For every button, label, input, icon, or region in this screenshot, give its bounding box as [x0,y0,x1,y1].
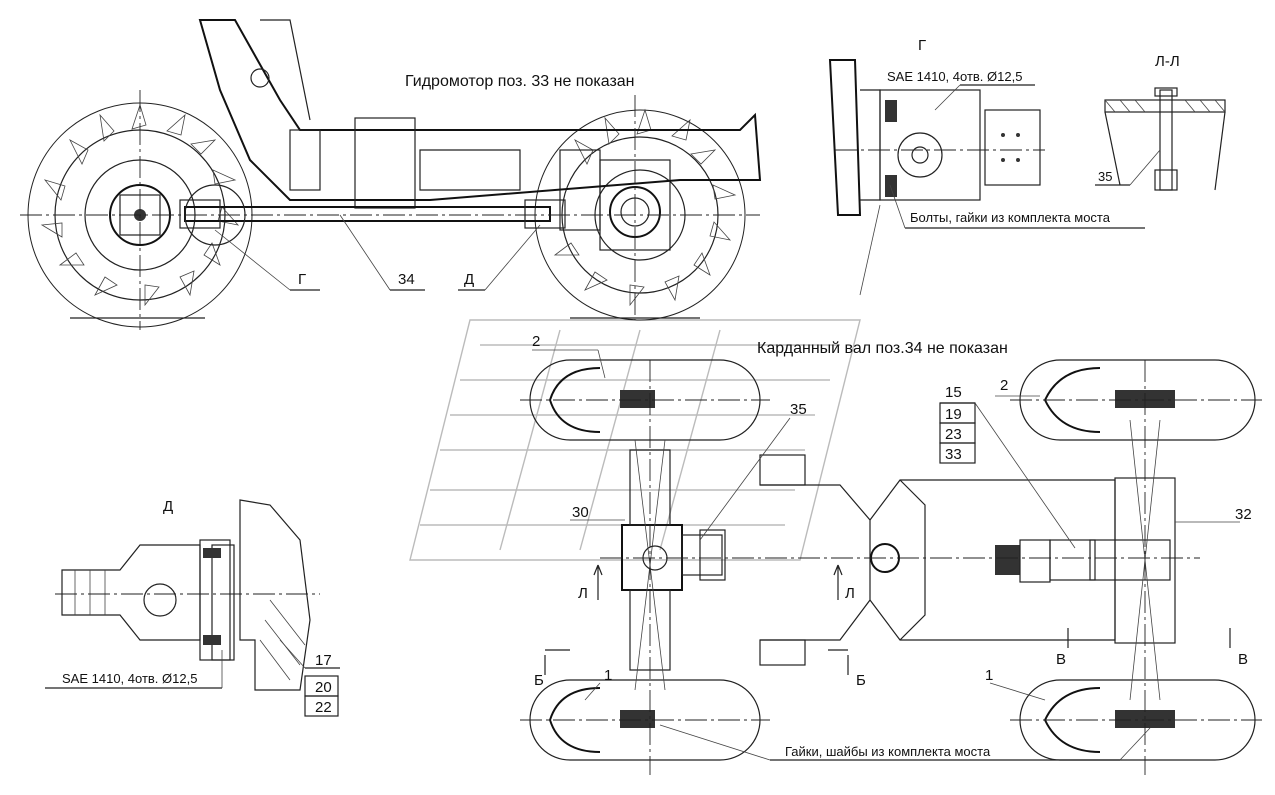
bolts-nuts-note: Болты, гайки из комплекта моста [910,210,1111,225]
callout-1-right: 1 [985,667,993,684]
section-mark-v-left: В [1056,651,1066,668]
view-g-detail [828,59,1145,296]
callout-33: 33 [945,446,962,463]
section-mark-v-right: В [1238,651,1248,668]
nuts-washers-note: Гайки, шайбы из комплекта моста [785,744,991,759]
cardan-note: Карданный вал поз.34 не показан [757,340,1008,357]
callout-34: 34 [398,271,415,288]
callout-23: 23 [945,426,962,443]
view-d-detail [45,499,340,717]
sae-spec-d: SAE 1410, 4отв. Ø12,5 [62,671,197,686]
hydromotor-note: Гидромотор поз. 33 не показан [405,73,635,90]
section-mark-l-left: Л [578,585,588,602]
plan-view [520,349,1262,775]
section-mark-b-right: Б [856,672,866,689]
plan-wheels [529,359,1256,761]
section-ll-detail [1095,87,1226,191]
callout-30: 30 [572,504,589,521]
callout-35-plan: 35 [790,401,807,418]
callout-15: 15 [945,384,962,401]
callout-2-left: 2 [532,333,540,350]
callout-22: 22 [315,699,332,716]
callout-1-left: 1 [604,667,612,684]
frame-plan [759,419,1176,701]
callout-19: 19 [945,406,962,423]
callout-35-ll: 35 [1098,169,1112,184]
callout-32: 32 [1235,506,1252,523]
sae-spec-g: SAE 1410, 4отв. Ø12,5 [887,69,1022,84]
callout-17: 17 [315,652,332,669]
callout-d-side: Д [464,271,474,288]
view-ll-title: Л-Л [1155,53,1180,70]
callout-g-side: Г [298,271,306,288]
callout-20: 20 [315,679,332,696]
section-mark-l-right: Л [845,585,855,602]
section-mark-b-left: Б [534,672,544,689]
left-axle-plan [621,439,726,691]
view-d-title: Д [163,498,173,515]
view-g-title: Г [918,37,926,54]
callout-2-right: 2 [1000,377,1008,394]
side-view [20,19,762,330]
